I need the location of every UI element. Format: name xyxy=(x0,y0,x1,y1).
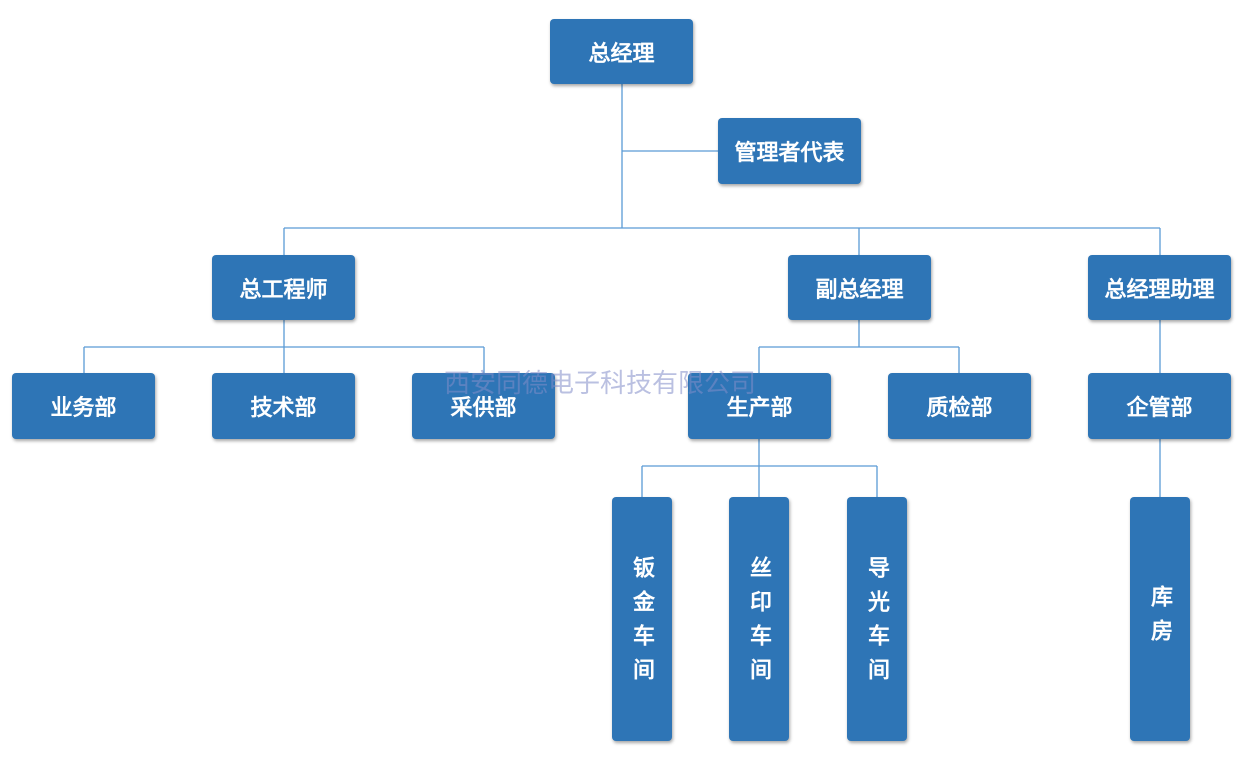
node-sheet-metal-workshop: 钣金车间 xyxy=(612,497,672,741)
node-quality-inspection-department: 质检部 xyxy=(888,373,1031,439)
node-general-manager: 总经理 xyxy=(550,19,693,84)
node-technology-department: 技术部 xyxy=(212,373,355,439)
node-silkscreen-workshop: 丝印车间 xyxy=(729,497,789,741)
node-business-department: 业务部 xyxy=(12,373,155,439)
node-production-department: 生产部 xyxy=(688,373,831,439)
node-chief-engineer: 总工程师 xyxy=(212,255,355,320)
node-deputy-general-manager: 副总经理 xyxy=(788,255,931,320)
node-general-manager-assistant: 总经理助理 xyxy=(1088,255,1231,320)
node-warehouse: 库房 xyxy=(1130,497,1190,741)
node-enterprise-management-department: 企管部 xyxy=(1088,373,1231,439)
node-light-guide-workshop: 导光车间 xyxy=(847,497,907,741)
node-management-representative: 管理者代表 xyxy=(718,118,861,184)
node-procurement-department: 采供部 xyxy=(412,373,555,439)
